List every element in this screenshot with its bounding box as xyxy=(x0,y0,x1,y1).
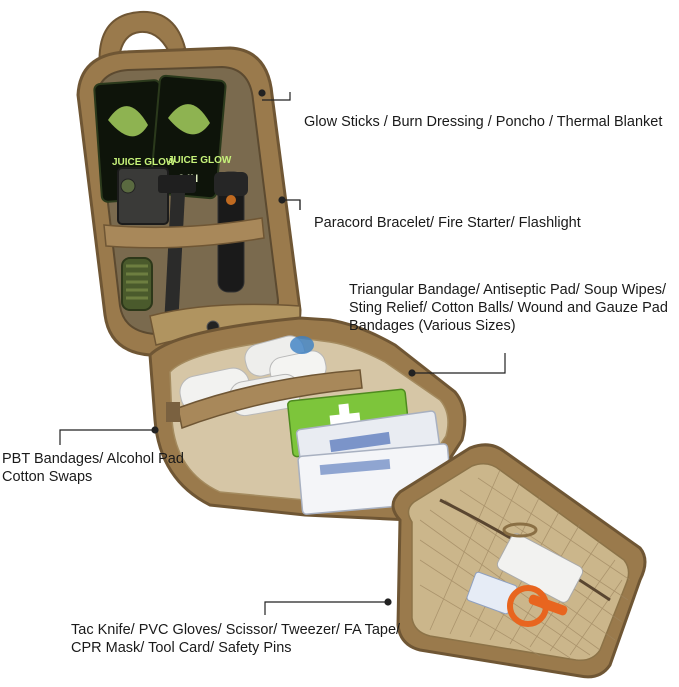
callout-line: Cotton Swaps xyxy=(2,469,93,485)
callout-glow-sticks: Glow Sticks / Burn Dressing / Poncho / T… xyxy=(304,113,662,131)
paracord-bracelet xyxy=(121,257,153,311)
callout-line: PBT Bandages/ Alcohol Pad xyxy=(2,451,184,467)
callout-line: CPR Mask/ Tool Card/ Safety Pins xyxy=(71,640,292,656)
callout-pbt-bandages: PBT Bandages/ Alcohol Pad Cotton Swaps xyxy=(2,450,184,486)
callout-tac-knife: Tac Knife/ PVC Gloves/ Scissor/ Tweezer/… xyxy=(71,621,400,657)
mesh-contents xyxy=(466,522,584,627)
callout-line: Triangular Bandage/ Antiseptic Pad/ Soup… xyxy=(349,282,667,298)
compartment-elastic xyxy=(177,369,363,430)
elastic-strap xyxy=(103,217,265,249)
callout-line: Paracord Bracelet/ Fire Starter/ Flashli… xyxy=(314,215,581,231)
callout-line: Sting Relief/ Cotton Balls/ Wound and Ga… xyxy=(349,300,668,316)
callout-line: Tac Knife/ PVC Gloves/ Scissor/ Tweezer/… xyxy=(71,622,401,638)
side-molle-strap xyxy=(166,402,180,422)
glow-brand-right: JUICE GLOW xyxy=(168,155,232,166)
glow-brand-left: JUICE GLOW xyxy=(112,157,176,168)
callout-line: Glow Sticks / Burn Dressing / Poncho / T… xyxy=(304,114,663,130)
callout-line: Bandages (Various Sizes) xyxy=(349,318,516,334)
carry-handle xyxy=(98,10,187,74)
callout-paracord: Paracord Bracelet/ Fire Starter/ Flashli… xyxy=(314,214,581,232)
callout-leaders xyxy=(59,89,506,615)
callout-triangular-bandage: Triangular Bandage/ Antiseptic Pad/ Soup… xyxy=(349,281,668,335)
